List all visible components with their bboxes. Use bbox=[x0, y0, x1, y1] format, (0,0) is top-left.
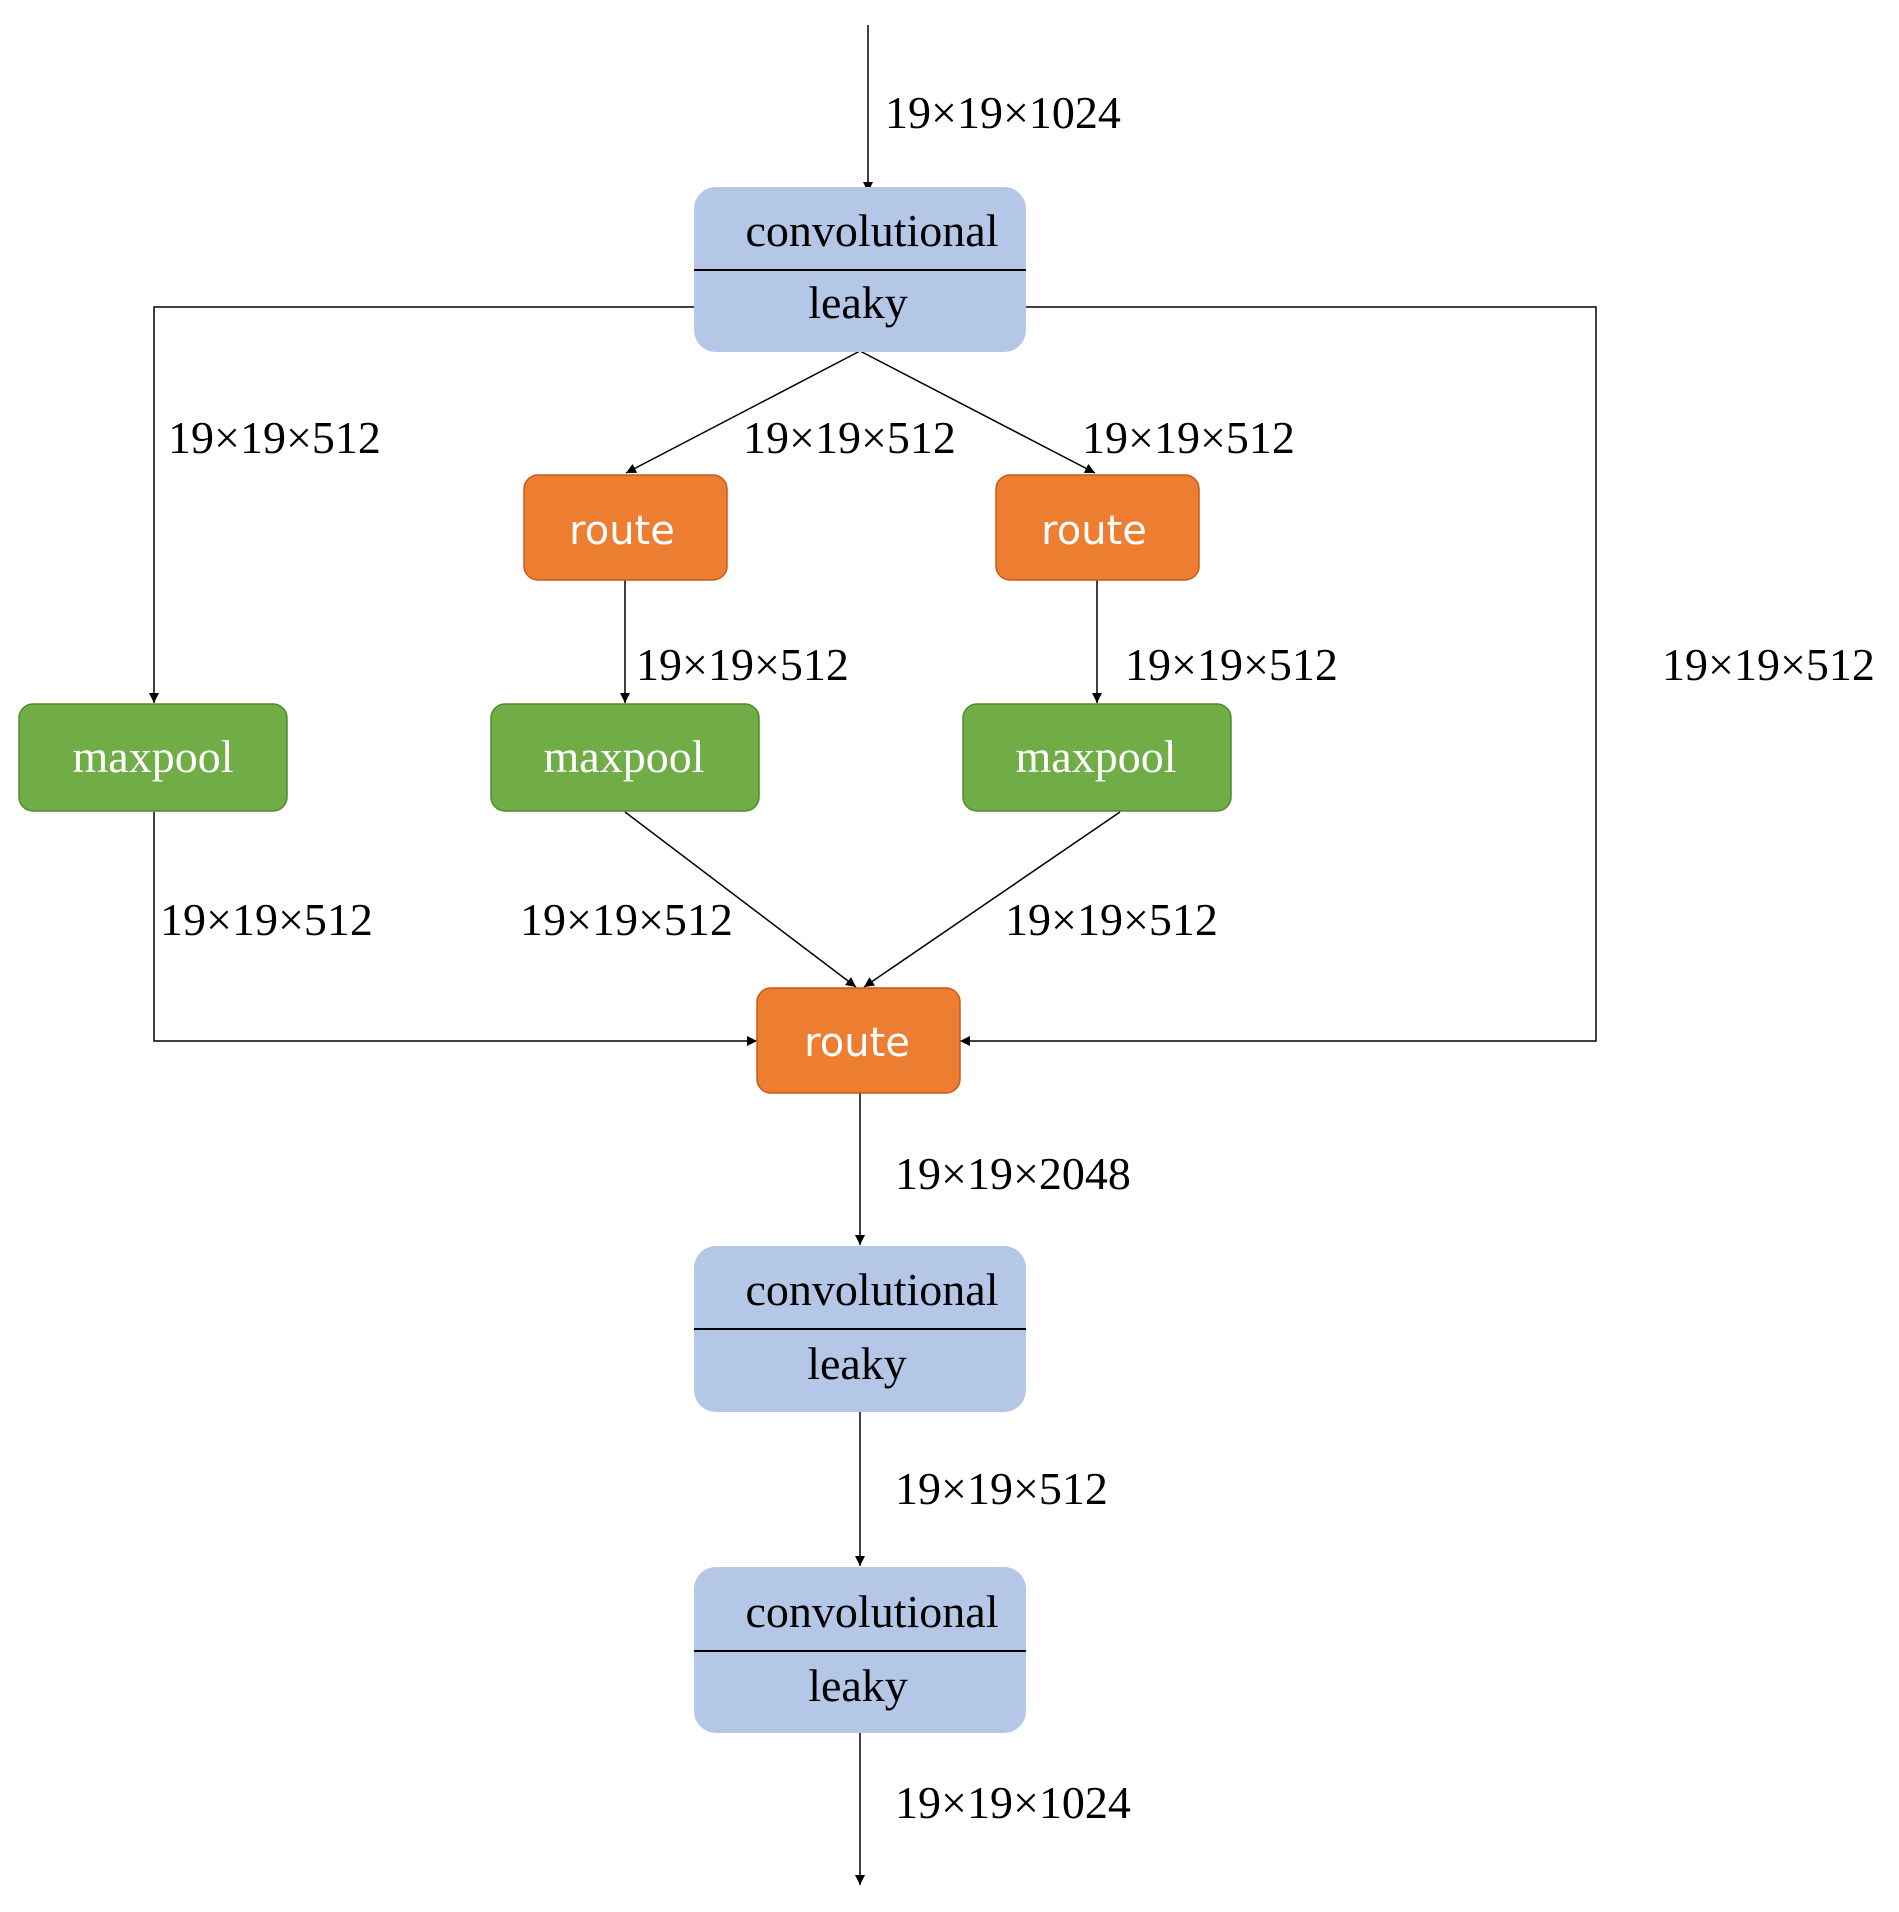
edge-conv1-to-route-left bbox=[625, 350, 861, 474]
maxpool-right-box bbox=[962, 703, 1232, 812]
route-right-label: route bbox=[1041, 508, 1147, 554]
edge-conv1-to-maxpool-outer bbox=[149, 306, 694, 703]
conv1-bottom-label: leaky bbox=[808, 277, 908, 328]
maxpool-right-label: maxpool bbox=[1016, 731, 1177, 782]
edge-maxpool-mid-to-merge bbox=[624, 811, 857, 988]
route-merge-label: route bbox=[804, 1020, 910, 1066]
edge-label-conv1-bypass-right: 19×19×512 bbox=[1662, 639, 1875, 690]
route-right-box bbox=[995, 474, 1200, 581]
edge-label-maxpool-right-to-merge: 19×19×512 bbox=[1005, 894, 1218, 945]
route-left-label: route bbox=[569, 508, 675, 554]
maxpool-right-node: maxpool bbox=[962, 703, 1232, 812]
maxpool-outer-box bbox=[18, 703, 288, 812]
edge-label-merge-to-conv2: 19×19×2048 bbox=[895, 1148, 1131, 1199]
conv3-node: convolutional leaky bbox=[694, 1567, 1026, 1733]
conv2-node: convolutional leaky bbox=[694, 1246, 1026, 1412]
conv1-node: convolutional leaky bbox=[694, 187, 1026, 352]
maxpool-mid-node: maxpool bbox=[490, 703, 760, 812]
maxpool-mid-box bbox=[490, 703, 760, 812]
conv2-bottom-label: leaky bbox=[807, 1338, 907, 1389]
edge-label-input: 19×19×1024 bbox=[885, 87, 1121, 138]
edge-label-maxpool-mid-to-merge: 19×19×512 bbox=[520, 894, 733, 945]
edge-label-conv1-to-route-left: 19×19×512 bbox=[743, 412, 956, 463]
conv3-bottom-label: leaky bbox=[808, 1660, 908, 1711]
conv3-top-label: convolutional bbox=[746, 1586, 999, 1637]
edge-label-conv1-to-maxpool-outer: 19×19×512 bbox=[168, 412, 381, 463]
conv1-top-label: convolutional bbox=[746, 205, 999, 256]
edge-maxpool-right-to-merge bbox=[863, 811, 1121, 988]
maxpool-outer-label: maxpool bbox=[73, 731, 234, 782]
edges bbox=[149, 25, 1597, 1885]
route-merge-node: route bbox=[756, 987, 961, 1094]
edge-maxpool-outer-to-merge bbox=[153, 812, 757, 1046]
route-left-box bbox=[523, 474, 728, 581]
route-merge-box bbox=[756, 987, 961, 1094]
maxpool-mid-label: maxpool bbox=[544, 731, 705, 782]
conv2-top-label: convolutional bbox=[746, 1264, 999, 1315]
edge-conv1-to-route-right bbox=[859, 350, 1096, 474]
route-left-node: route bbox=[523, 474, 728, 581]
edge-label-conv1-to-route-right: 19×19×512 bbox=[1082, 412, 1295, 463]
maxpool-outer-node: maxpool bbox=[18, 703, 288, 812]
route-right-node: route bbox=[995, 474, 1200, 581]
edge-label-route-right-to-maxpool-right: 19×19×512 bbox=[1125, 639, 1338, 690]
edge-conv1-bypass-right bbox=[960, 306, 1597, 1046]
edge-label-output: 19×19×1024 bbox=[895, 1777, 1131, 1828]
edge-label-conv2-to-conv3: 19×19×512 bbox=[895, 1463, 1108, 1514]
edge-labels: 19×19×1024 19×19×512 19×19×512 19×19×512… bbox=[160, 87, 1875, 1828]
edge-label-route-left-to-maxpool-mid: 19×19×512 bbox=[636, 639, 849, 690]
edge-label-maxpool-outer-to-merge: 19×19×512 bbox=[160, 894, 373, 945]
